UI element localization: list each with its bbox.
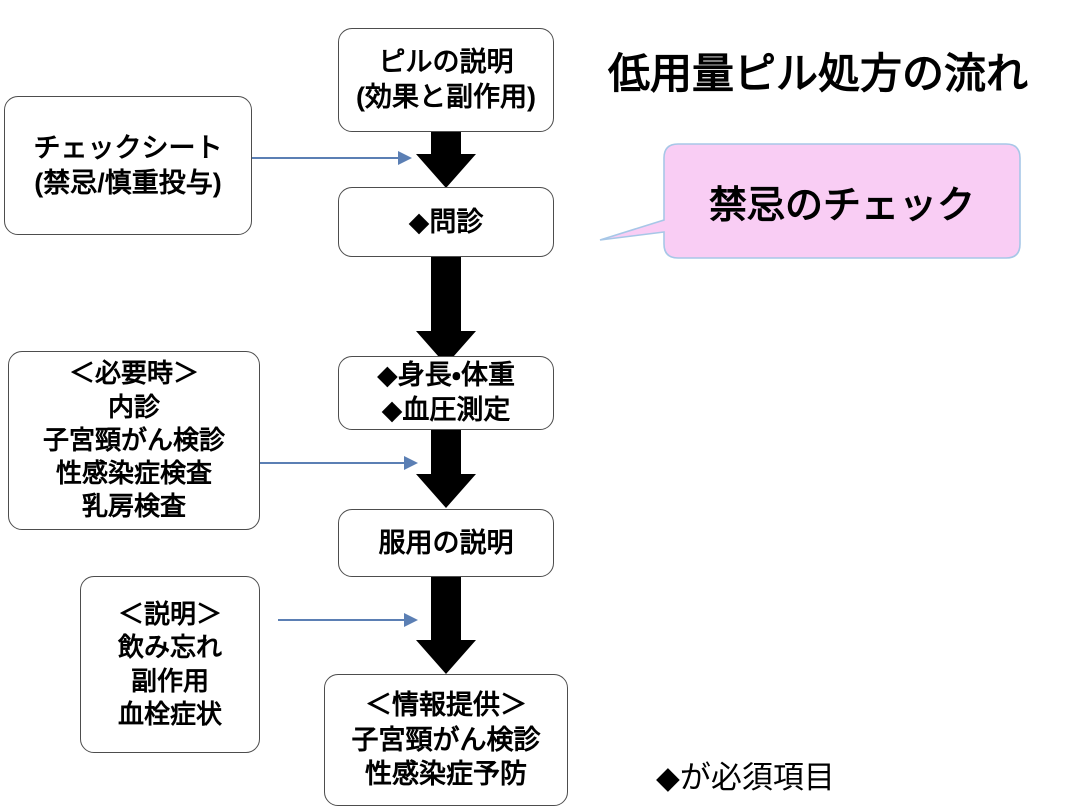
arrow-dosing-to-information [416,576,476,674]
footnote-required-marker: ◆が必須項目 [656,760,835,795]
connector-check-sheet-to-interview [252,151,412,165]
flow-box-pill-explanation[interactable]: ピルの説明 (効果と副作用) [338,28,554,132]
flow-box-interview[interactable]: ◆問診 [338,187,554,257]
side-box-check-sheet[interactable]: チェックシート (禁忌/慎重投与) [4,96,252,235]
connector-explanation-to-flow [278,613,418,627]
callout-bubble [599,143,1021,259]
arrow-pill-to-interview [416,130,476,188]
flow-box-measurements[interactable]: ◆身長・体重 ◆血圧測定 [338,356,554,430]
side-box-when-needed[interactable]: ＜必要時＞ 内診 子宮頸がん検診 性感染症検査 乳房検査 [8,351,260,530]
callout-label: 禁忌のチェック [708,184,975,227]
connector-when-needed-to-flow [258,456,418,470]
arrow-measurements-to-dosing [416,424,476,508]
flow-box-information[interactable]: ＜情報提供＞ 子宮頸がん検診 性感染症予防 [324,674,568,806]
side-box-explanation[interactable]: ＜説明＞ 飲み忘れ 副作用 血栓症状 [80,576,260,753]
flow-box-dosing-explanation[interactable]: 服用の説明 [338,509,554,577]
page-title: 低用量ピル処方の流れ [608,50,1029,97]
arrow-interview-to-measurements [416,255,476,365]
